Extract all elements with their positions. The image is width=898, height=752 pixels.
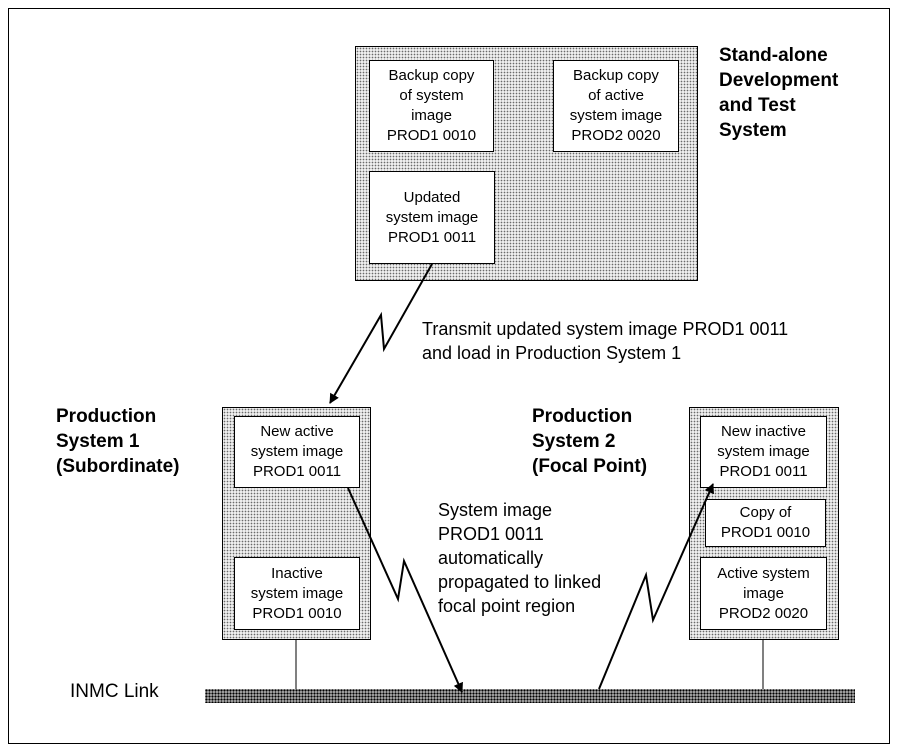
box-line: Backup copy [573, 67, 659, 84]
box-line: system image [385, 208, 479, 226]
backup-copy-prod2-box: Backup copy of active system image PROD2… [553, 60, 679, 152]
box-line: PROD1 0010 [720, 524, 811, 541]
production-system-2-title: Production System 2 (Focal Point) [532, 404, 647, 479]
new-inactive-image-box: New inactive system image PROD1 0011 [700, 416, 827, 488]
box-line: image [411, 107, 452, 124]
note-line: PROD1 0011 [438, 524, 544, 544]
title-line: Production [532, 406, 633, 427]
note-line: automatically [438, 548, 544, 568]
propagate-arrow-up [598, 483, 714, 690]
box-line: of system [399, 87, 464, 104]
inactive-image-box: Inactive system image PROD1 0010 [234, 557, 360, 630]
box-line: Active system [717, 564, 810, 582]
box-line: system image [250, 584, 344, 602]
box-line: Copy of [739, 504, 792, 521]
box-line: PROD1 0011 [387, 228, 477, 246]
box-line: PROD2 0020 [571, 127, 661, 144]
standalone-system-title: Stand-alone Development and Test System [719, 43, 838, 143]
box-line: New active [260, 423, 334, 440]
box-line: PROD1 0010 [386, 127, 477, 144]
transmit-note: Transmit updated system image PROD1 0011… [422, 317, 788, 365]
box-line: Updated [403, 188, 461, 206]
active-image-box: Active system image PROD2 0020 [700, 557, 827, 630]
box-line: of active [588, 87, 644, 104]
diagram-frame [8, 8, 890, 744]
box-line: Backup copy [388, 67, 475, 84]
note-line: and load in Production System 1 [422, 343, 682, 363]
title-line: System 2 [532, 431, 616, 452]
title-line: Production [56, 406, 157, 427]
copy-prod1-box: Copy of PROD1 0010 [705, 499, 826, 547]
box-line: PROD2 0020 [718, 604, 809, 622]
title-line: System [719, 120, 787, 141]
note-line: focal point region [438, 596, 576, 616]
box-line: Inactive [271, 564, 323, 582]
new-active-image-box: New active system image PROD1 0011 [234, 416, 360, 488]
box-line: image [743, 584, 784, 602]
inmc-link-bar [205, 689, 855, 703]
box-line: system image [717, 443, 810, 460]
title-line: (Subordinate) [56, 456, 180, 477]
box-line: system image [250, 443, 344, 460]
box-line: system image [569, 107, 663, 124]
box-line: PROD1 0011 [719, 463, 808, 480]
title-line: System 1 [56, 431, 140, 452]
note-line: System image [438, 500, 553, 520]
propagate-note: System image PROD1 0011 automatically pr… [438, 498, 601, 618]
title-line: Stand-alone [719, 45, 828, 66]
title-line: Development [719, 70, 839, 91]
box-line: New inactive [720, 423, 807, 440]
title-line: and Test [719, 95, 796, 116]
box-line: PROD1 0010 [252, 604, 342, 622]
production-system-1-title: Production System 1 (Subordinate) [56, 404, 180, 479]
title-line: (Focal Point) [532, 456, 648, 477]
updated-system-image-box: Updated system image PROD1 0011 [369, 171, 495, 264]
note-line: propagated to linked [438, 572, 602, 592]
transmit-arrow [329, 263, 433, 404]
box-line: PROD1 0011 [252, 463, 342, 480]
backup-copy-prod1-box: Backup copy of system image PROD1 0010 [369, 60, 494, 152]
propagate-arrow-down [347, 487, 463, 693]
note-line: Transmit updated system image PROD1 0011 [422, 319, 789, 339]
inmc-link-label: INMC Link [70, 681, 159, 702]
